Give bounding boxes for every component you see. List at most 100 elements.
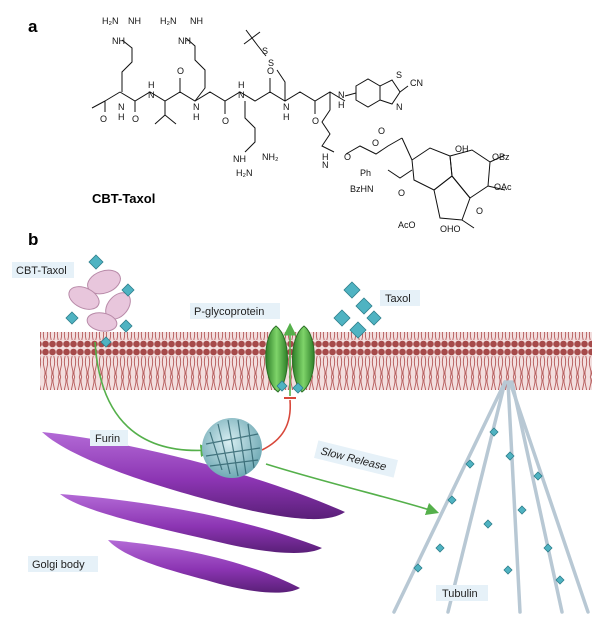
- taxol-diamond: [333, 309, 351, 327]
- taxol-diamond: [276, 380, 288, 392]
- taxol-diamond: [435, 543, 445, 553]
- taxol-diamonds: [65, 254, 565, 585]
- atom-nh-4: NH: [178, 36, 191, 46]
- tubulin-filaments: [392, 380, 590, 614]
- atom-oac: OAc: [494, 182, 512, 192]
- atom-h-5: H: [283, 112, 290, 122]
- label-golgi-body: Golgi body: [28, 556, 98, 572]
- atom-h2n-3: H₂N: [236, 168, 253, 178]
- taxol-diamond: [88, 254, 104, 270]
- inhibit-arrow: [261, 399, 292, 451]
- atom-s-1: S: [268, 58, 274, 68]
- compound-name: CBT-Taxol: [92, 191, 155, 206]
- atom-o-3: O: [177, 66, 184, 76]
- atom-o-1: O: [100, 114, 107, 124]
- atom-n-6: N: [338, 90, 345, 100]
- taxol-diamond: [292, 382, 304, 394]
- label-tubulin: Tubulin: [436, 585, 488, 601]
- taxol-diamond: [413, 563, 423, 573]
- atom-n-5: N: [283, 102, 290, 112]
- atom-o-8: O: [372, 138, 379, 148]
- atom-o-9: O: [378, 126, 385, 136]
- label-golgi-body-text: Golgi body: [32, 559, 85, 571]
- atom-ph: Ph: [360, 168, 371, 178]
- label-taxol-text: Taxol: [385, 293, 411, 305]
- atom-o-5: O: [267, 66, 274, 76]
- atom-s-3: S: [396, 70, 402, 80]
- atom-h2n-2: H₂N: [160, 16, 177, 26]
- atom-oh: OH: [455, 144, 469, 154]
- atom-o-11: O: [476, 206, 483, 216]
- atom-cn: CN: [410, 78, 423, 88]
- panel-a: a: [28, 16, 512, 234]
- label-p-glycoprotein-text: P-glycoprotein: [194, 306, 264, 318]
- atom-o-6: O: [312, 116, 319, 126]
- taxol-diamond: [505, 451, 515, 461]
- cell-membrane: [40, 332, 592, 390]
- atom-bzhn: BzHN: [350, 184, 374, 194]
- taxol-diamond: [366, 310, 382, 326]
- atom-o-4: O: [222, 116, 229, 126]
- atom-n-7: N: [396, 102, 403, 112]
- panel-a-label: a: [28, 17, 38, 36]
- atom-aco: AcO: [398, 220, 416, 230]
- p-glycoprotein: [265, 322, 315, 396]
- taxol-diamond: [517, 505, 527, 515]
- golgi-body: [42, 432, 345, 593]
- taxol-diamond: [343, 281, 361, 299]
- atom-h-1: H: [118, 112, 125, 122]
- taxol-diamond: [543, 543, 553, 553]
- taxol-diamond: [100, 336, 112, 348]
- slow-release-arrow: [265, 463, 440, 516]
- atom-n-1: N: [118, 102, 125, 112]
- nanoparticle: [202, 418, 262, 478]
- atom-h2n-1: H₂N: [102, 16, 119, 26]
- atom-h-7: H: [322, 152, 329, 162]
- taxol-diamond: [533, 471, 543, 481]
- taxol-diamond: [349, 321, 367, 339]
- atom-nh-5: NH: [233, 154, 246, 164]
- label-furin-text: Furin: [95, 433, 120, 445]
- taxol-diamond: [503, 565, 513, 575]
- taxol-diamond: [119, 319, 133, 333]
- atom-n-3: N: [193, 102, 200, 112]
- atom-h-3: H: [193, 112, 200, 122]
- atom-s-2: S: [262, 46, 268, 56]
- atom-nh-1: NH: [128, 16, 141, 26]
- atom-obz: OBz: [492, 152, 510, 162]
- taxol-diamond: [65, 311, 79, 325]
- taxol-diamond: [465, 459, 475, 469]
- label-slow-release: Slow Release: [314, 440, 398, 478]
- cbt-taxol-monomers: [68, 269, 131, 332]
- atom-h-4: H: [238, 80, 245, 90]
- taxol-diamond: [121, 283, 135, 297]
- atom-n-8: N: [322, 160, 329, 170]
- atom-o-10: O: [398, 188, 405, 198]
- atom-n-4: N: [238, 90, 245, 100]
- atom-h-2: H: [148, 80, 155, 90]
- atom-o-2: O: [132, 114, 139, 124]
- atom-oho: OHO: [440, 224, 461, 234]
- label-p-glycoprotein: P-glycoprotein: [190, 303, 280, 319]
- taxol-diamond: [489, 427, 499, 437]
- label-taxol: Taxol: [380, 290, 420, 306]
- atom-nh2: NH₂: [262, 152, 279, 162]
- label-furin: Furin: [90, 430, 128, 446]
- furin-arrow: [94, 341, 214, 458]
- taxol-diamond: [447, 495, 457, 505]
- taxol-diamond: [355, 297, 373, 315]
- panel-b-label: b: [28, 230, 38, 249]
- atom-n-2: N: [148, 90, 155, 100]
- taxol-diamond: [555, 575, 565, 585]
- atom-nh-2: NH: [112, 36, 125, 46]
- label-tubulin-text: Tubulin: [442, 588, 478, 600]
- atom-h-6: H: [338, 100, 345, 110]
- chemical-structure: H₂N NH NH H₂N NH NH N H O O H N O N H O …: [91, 16, 512, 234]
- label-cbt-taxol: CBT-Taxol: [12, 262, 74, 278]
- atom-nh-3: NH: [190, 16, 203, 26]
- atom-o-7: O: [344, 152, 351, 162]
- panel-b: b: [12, 230, 592, 614]
- taxol-diamond: [483, 519, 493, 529]
- label-cbt-taxol-text: CBT-Taxol: [16, 265, 67, 277]
